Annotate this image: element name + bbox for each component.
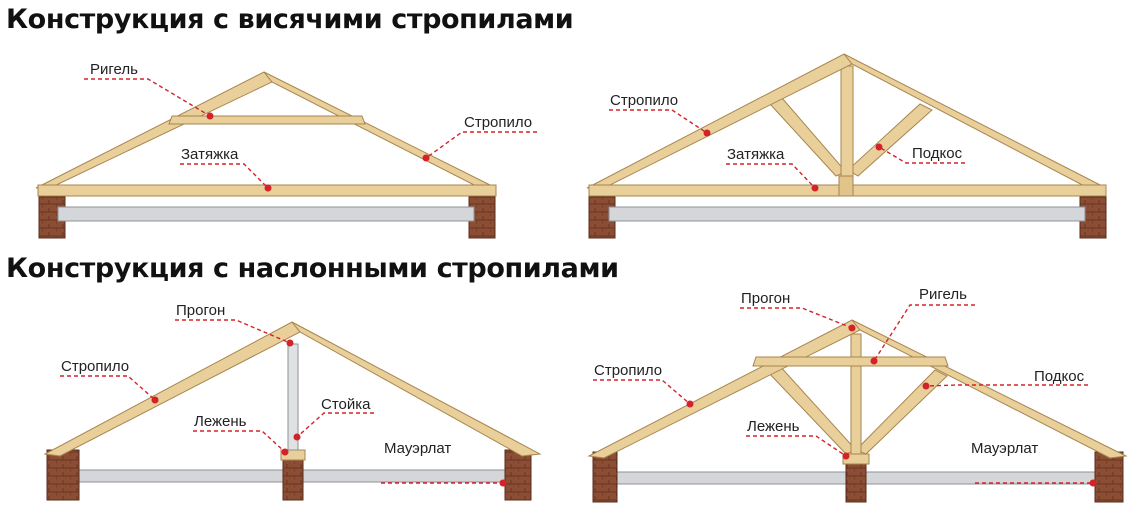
- rafter-left: [35, 71, 273, 189]
- leader-podkos: [878, 146, 965, 164]
- label-zatyazhka: Затяжка: [727, 146, 785, 163]
- rafter-right: [851, 319, 1128, 459]
- ceiling-slab: [57, 206, 475, 222]
- brick-wall-right: [1094, 451, 1124, 503]
- diagram-hanging-rigel: Ригель Стропило Затяжка: [35, 61, 537, 239]
- leader-progon: [740, 307, 853, 329]
- label-lezhen: Лежень: [194, 413, 247, 430]
- label-progon: Прогон: [176, 302, 225, 319]
- heading-hanging-rafters: Конструкция с висячими стропилами: [6, 4, 574, 35]
- brick-wall-right: [504, 449, 532, 501]
- label-stropilo: Стропило: [610, 92, 678, 109]
- diagram-hanging-struts: Стропило Затяжка Подкос: [586, 53, 1107, 239]
- label-rigel: Ригель: [90, 61, 138, 78]
- leader-lezhen: [746, 435, 847, 457]
- collar-beam: [752, 356, 949, 367]
- leader-stoyka: [296, 412, 374, 438]
- strut-left: [765, 363, 857, 455]
- leader-stropilo: [425, 131, 537, 159]
- diagram-layered-post: Прогон Стропило Лежень Стойка Мауэрлат: [43, 302, 542, 501]
- label-rigel: Ригель: [919, 286, 967, 303]
- label-lezhen: Лежень: [747, 418, 800, 435]
- rafter-left: [586, 53, 853, 189]
- leader-stropilo: [609, 109, 708, 134]
- post: [850, 333, 862, 455]
- label-stropilo: Стропило: [464, 114, 532, 131]
- strut-right: [855, 369, 948, 455]
- leader-lezhen: [193, 430, 286, 453]
- leader-rigel: [873, 304, 975, 362]
- leader-zatyazhka: [180, 163, 269, 189]
- brick-wall-left: [46, 449, 80, 501]
- leader-podkos: [925, 384, 1088, 387]
- rafter-right: [291, 321, 542, 457]
- rafter-right: [263, 71, 497, 189]
- label-stropilo: Стропило: [594, 362, 662, 379]
- label-stoyka: Стойка: [321, 396, 371, 413]
- label-mauerlat: Мауэрлат: [384, 440, 451, 457]
- collar-beam: [168, 115, 366, 125]
- leader-progon: [175, 319, 291, 344]
- label-podkos: Подкос: [1034, 368, 1085, 385]
- ceiling-slab: [608, 206, 1086, 222]
- label-stropilo: Стропило: [61, 358, 129, 375]
- brick-wall-left: [592, 451, 618, 503]
- heading-layered-rafters: Конструкция с наслонными стропилами: [6, 253, 619, 284]
- leader-stropilo: [593, 379, 691, 405]
- leader-stropilo: [60, 375, 156, 401]
- brick-wall-middle: [282, 457, 304, 501]
- rafter-left: [43, 321, 301, 457]
- rafter-left: [587, 319, 861, 459]
- brick-wall-middle: [845, 461, 867, 503]
- king-post-joint: [838, 175, 854, 197]
- diagram-layered-struts: Прогон Ригель Стропило Подкос Лежень Мау…: [587, 286, 1128, 503]
- rafter-right: [843, 53, 1107, 189]
- leader-zatyazhka: [726, 163, 816, 189]
- leader-rigel: [84, 78, 211, 117]
- label-progon: Прогон: [741, 290, 790, 307]
- label-podkos: Подкос: [912, 145, 963, 162]
- strut-right: [847, 103, 933, 177]
- strut-left: [769, 97, 847, 177]
- label-zatyazhka: Затяжка: [181, 146, 239, 163]
- label-mauerlat: Мауэрлат: [971, 440, 1038, 457]
